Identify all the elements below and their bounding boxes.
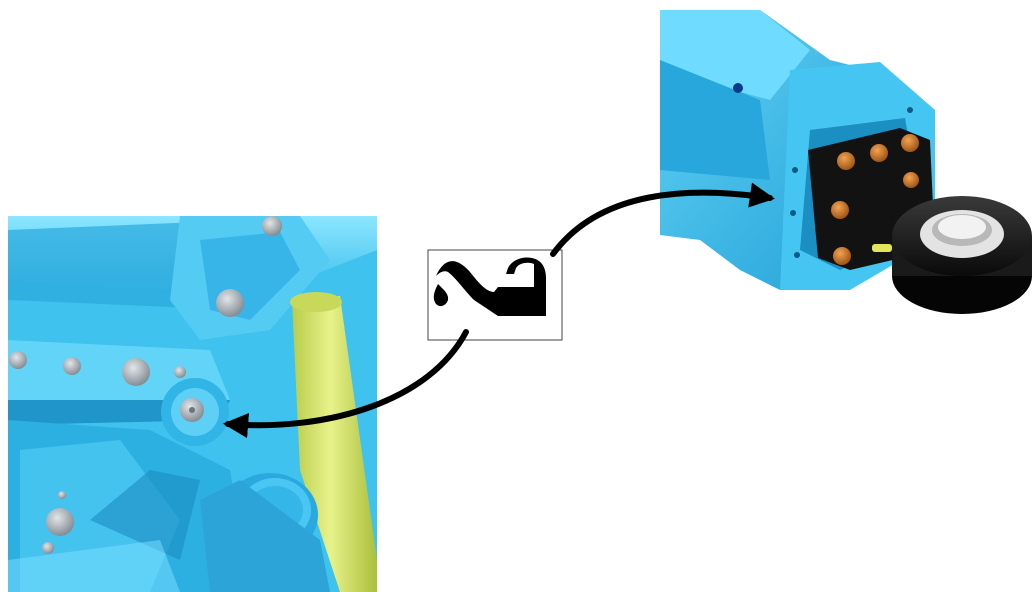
- grease-nipple-right: [872, 244, 892, 252]
- cylinder-end-closeup: [660, 10, 1032, 314]
- pivot-joint-closeup: [8, 216, 377, 592]
- oil-can-icon: [428, 250, 562, 340]
